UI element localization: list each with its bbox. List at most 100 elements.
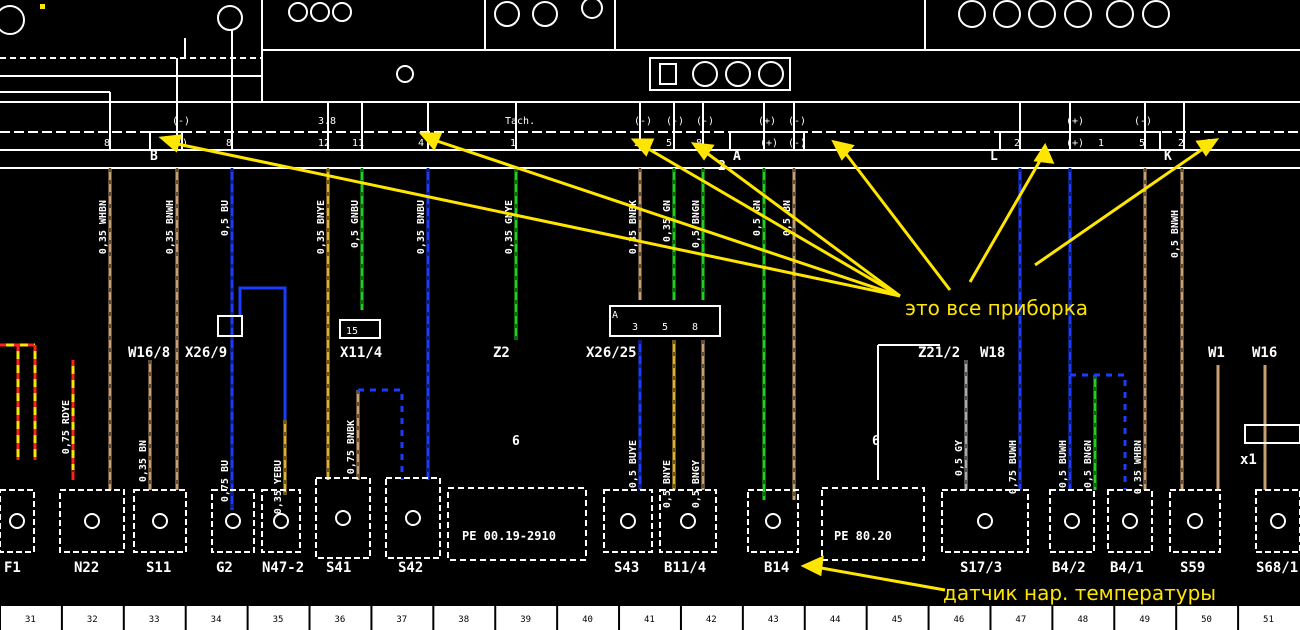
wire-label: 0,5 BU <box>220 200 231 236</box>
grid-number: 34 <box>211 615 222 625</box>
pin-x26-25-2: 5 <box>662 322 668 333</box>
grid-number: 41 <box>644 615 655 625</box>
pin-label-3-8: 3.8 <box>318 116 336 127</box>
grid-number: 38 <box>458 615 469 625</box>
pin-polarity: (-) <box>788 116 806 127</box>
connector-pin: 8 <box>104 138 110 149</box>
reference-pe-80-20: PE 80.20 <box>834 529 892 543</box>
component-label: S11 <box>146 560 171 576</box>
grid-number: 33 <box>149 615 160 625</box>
component-symbol <box>273 513 289 529</box>
wire-label: 0,75 RDYE <box>61 400 72 454</box>
grid-number: 51 <box>1263 615 1274 625</box>
annotation-arrows <box>158 132 1220 592</box>
pin-polarity: (-) <box>696 116 714 127</box>
component-box <box>603 489 653 553</box>
label-w16: W16 <box>1252 345 1277 361</box>
wire-label: 0,35 BNBU <box>416 200 427 254</box>
component-label: S43 <box>614 560 639 576</box>
wire-label: 0,35 BN <box>138 440 149 482</box>
pin-15: 15 <box>346 326 358 337</box>
pin-x26-25-1: 3 <box>632 322 638 333</box>
pin-polarity: (+) <box>1066 116 1084 127</box>
component-symbol <box>620 513 636 529</box>
component-box <box>941 489 1029 553</box>
grid-number: 40 <box>582 615 593 625</box>
component-label: N22 <box>74 560 99 576</box>
component-box <box>0 489 35 553</box>
grid-number: 46 <box>954 615 965 625</box>
component-box <box>1255 489 1300 553</box>
wire-label: 0,35 YEBU <box>273 460 284 514</box>
wire-label: 0,35 WHBN <box>1133 440 1144 494</box>
wire-label: 0,5 BNGN <box>691 200 702 248</box>
component-box <box>1049 489 1095 553</box>
component-box <box>261 489 301 553</box>
connector-pin: 8 <box>226 138 232 149</box>
wire-label: 0,5 GNBU <box>350 200 361 248</box>
connector-pin: (+) <box>760 138 778 149</box>
component-symbol <box>9 513 25 529</box>
component-box <box>211 489 255 553</box>
connector-pin: 12 <box>318 138 330 149</box>
reference-pe-00-19: PE 00.19-2910 <box>462 529 556 543</box>
component-symbol <box>84 513 100 529</box>
pin-polarity: (-) <box>634 116 652 127</box>
component-label: S17/3 <box>960 560 1002 576</box>
label-w16-8: W16/8 <box>128 345 170 361</box>
grid-number: 44 <box>830 615 841 625</box>
component-label: B11/4 <box>664 560 706 576</box>
component-box <box>385 477 441 559</box>
connector-pin: 11 <box>352 138 364 149</box>
component-box <box>747 489 799 553</box>
connector-pin: 1 <box>510 138 516 149</box>
component-symbol <box>977 513 993 529</box>
component-symbol <box>1270 513 1286 529</box>
connector-L: L <box>990 149 998 164</box>
grid-number: 50 <box>1201 615 1212 625</box>
label-z2: Z2 <box>493 345 510 361</box>
grid-number: 42 <box>706 615 717 625</box>
component-label: S59 <box>1180 560 1205 576</box>
component-box <box>1107 489 1153 553</box>
pin-polarity: (-) <box>666 116 684 127</box>
component-label: G2 <box>216 560 233 576</box>
wire-label: 0,35 WHBN <box>98 200 109 254</box>
wire-yebu-loop <box>358 388 404 480</box>
pin-6-z21: 6 <box>872 434 880 449</box>
pin-label-tach: Tach. <box>505 116 535 127</box>
reference-boxes: PE 00.19-2910 PE 80.20 <box>447 487 925 561</box>
component-label: S68/1 <box>1256 560 1298 576</box>
label-x1: x1 <box>1240 452 1257 468</box>
pin-polarity: (+) <box>758 116 776 127</box>
connector-2: 2 <box>718 159 726 174</box>
wire-label: 0,75 BNBK <box>346 420 357 474</box>
component-label: N47-2 <box>262 560 304 576</box>
grid-number: 49 <box>1139 615 1150 625</box>
wire-label: 0,5 GN <box>752 200 763 236</box>
component-symbol <box>1187 513 1203 529</box>
connector-letters: B A L K 2 <box>150 149 1172 174</box>
wire-buwh-loop <box>1070 373 1127 490</box>
connector-bus <box>0 101 1300 169</box>
connector-pin: 2 <box>1014 138 1020 149</box>
wire-label: 0,35 GNYE <box>504 200 515 254</box>
label-z21-2: Z21/2 <box>918 345 960 361</box>
mid-connectors <box>217 305 1300 480</box>
wire-label: 0,35 BNBK <box>628 200 639 254</box>
component-symbol <box>765 513 781 529</box>
component-label: S41 <box>326 560 351 576</box>
wire-blue-loop <box>238 286 287 420</box>
component-symbol <box>1064 513 1080 529</box>
grid-number: 35 <box>273 615 284 625</box>
label-x11-4: X11/4 <box>340 345 382 361</box>
component-box <box>59 489 125 553</box>
wire-label: 0,5 GY <box>954 440 965 476</box>
component-label: B14 <box>764 560 789 576</box>
wire-label: 0,5 BNGN <box>1083 440 1094 488</box>
component-label: B4/1 <box>1110 560 1144 576</box>
connector-pin: (-) <box>788 138 806 149</box>
